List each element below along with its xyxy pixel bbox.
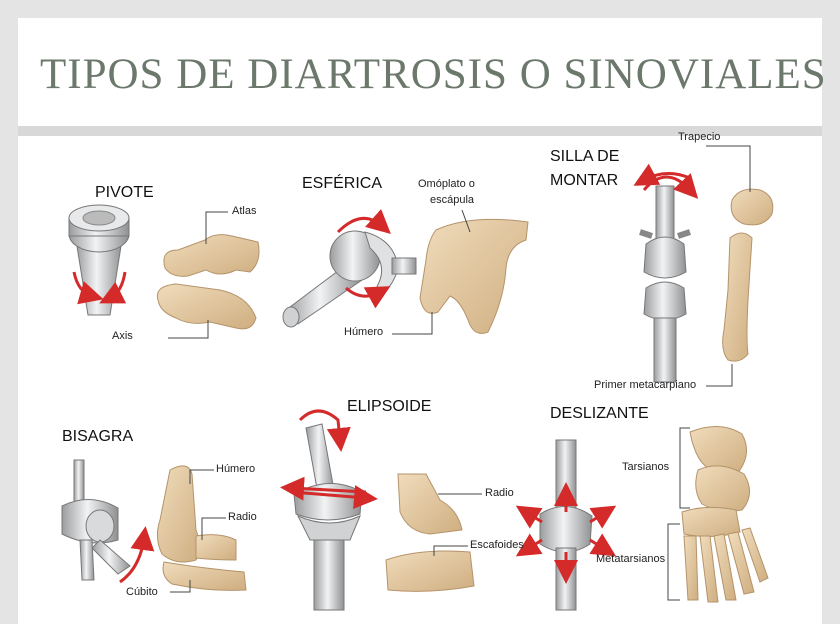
label-atlas: Atlas: [232, 205, 257, 217]
trapezium-metacarpal-bones: [722, 188, 774, 362]
axis-leader: [168, 320, 209, 339]
metacarpal-leader: [706, 364, 733, 387]
pivot-joint-model: [68, 204, 130, 316]
label-radius-2: Radio: [485, 487, 514, 499]
ellipsoid-heading: ELIPSOIDE: [347, 398, 432, 415]
ball-socket-model: [282, 209, 417, 328]
saddle-heading-line1: SILLA DE: [550, 148, 620, 165]
atlas-leader: [205, 211, 228, 244]
humerus-leader-2: [189, 469, 214, 484]
spherical-heading: ESFÉRICA: [302, 175, 383, 192]
label-radius-1: Radio: [228, 511, 257, 523]
label-first-metacarpal: Primer metacarpiano: [594, 379, 697, 391]
label-tarsals: Tarsianos: [622, 461, 670, 473]
tarsals-bracket: [679, 427, 690, 509]
saddle-joint-model: [633, 163, 699, 383]
ellipsoid-joint-model: [280, 409, 378, 611]
title-bar: [18, 18, 822, 134]
hinge-heading: BISAGRA: [62, 428, 134, 445]
label-scapula-2: escápula: [430, 194, 475, 206]
label-humerus-2: Húmero: [216, 463, 256, 475]
hinge-joint-model: [61, 459, 155, 584]
label-axis: Axis: [112, 330, 133, 342]
label-humerus-1: Húmero: [344, 326, 384, 338]
title-divider: [18, 126, 822, 136]
label-metatarsals: Metatarsianos: [596, 553, 666, 565]
label-ulna: Cúbito: [126, 586, 158, 598]
scapula-bone: [419, 218, 529, 334]
scaphoid-leader: [433, 545, 468, 556]
label-scapula-1: Omóplato o: [418, 178, 475, 190]
pivot-heading: PIVOTE: [95, 184, 154, 201]
scapula-leader: [461, 209, 471, 233]
ulna-leader: [170, 580, 191, 593]
elbow-bones: [156, 465, 247, 591]
foot-bones: [681, 426, 769, 603]
gliding-heading: DESLIZANTE: [550, 405, 649, 422]
slide-title: TIPOS DE DIARTROSIS O SINOVIALES: [40, 51, 827, 98]
atlas-axis-bones: [156, 234, 260, 330]
humerus-leader-1: [392, 312, 433, 335]
label-scaphoid: Escafoides: [470, 539, 524, 551]
trapezium-leader: [706, 145, 751, 192]
gliding-joint-model: [515, 439, 617, 611]
wrist-bones: [385, 473, 475, 592]
metatarsals-bracket: [667, 523, 680, 601]
radius-leader-1: [201, 517, 226, 540]
label-trapezium: Trapecio: [678, 131, 721, 143]
saddle-heading-line2: MONTAR: [550, 172, 619, 189]
